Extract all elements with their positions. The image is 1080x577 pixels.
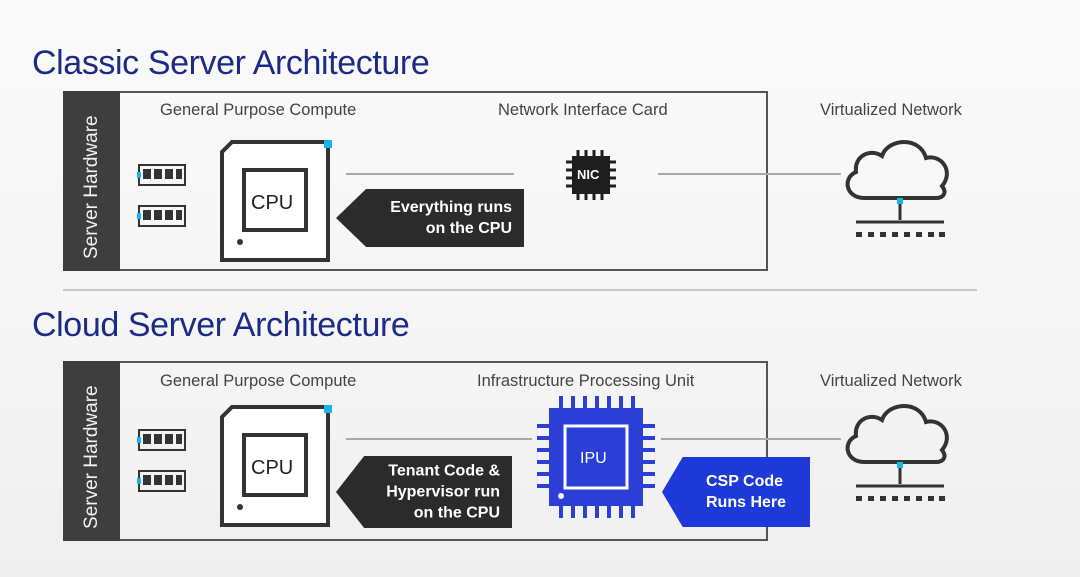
cloud-gpc-header: General Purpose Compute: [160, 372, 357, 390]
classic-gpc-header: General Purpose Compute: [160, 101, 357, 119]
classic-section-title: Classic Server Architecture: [32, 44, 430, 82]
classic-cpu-callout-text: Everything runs on the CPU: [390, 199, 512, 237]
classic-nic-header: Network Interface Card: [498, 101, 668, 119]
cloud-ipu-callout-text: CSP Code Runs Here: [706, 473, 787, 511]
memory-module-icon: [137, 429, 186, 451]
cloud-cpu-callout-text: Tenant Code & Hypervisor run on the CPU: [386, 462, 500, 522]
memory-module-icon: [137, 164, 186, 186]
cloud-cpu-callout: Tenant Code & Hypervisor run on the CPU: [336, 456, 512, 528]
cloud-vn-header: Virtualized Network: [820, 372, 962, 390]
cloud-ipu-header: Infrastructure Processing Unit: [477, 372, 695, 390]
section-divider: [63, 289, 977, 291]
classic-nic-label: NIC: [577, 167, 600, 182]
cloud-server-hardware-bar: Server Hardware: [63, 361, 120, 541]
cloud-server-hardware-label: Server Hardware: [81, 385, 102, 529]
memory-module-icon: [137, 205, 186, 227]
cloud-ipu-callout: CSP Code Runs Here: [662, 457, 810, 527]
classic-server-hardware-bar: Server Hardware: [63, 91, 120, 271]
classic-nic-network-connector: [658, 173, 841, 175]
cloud-ipu-label: IPU: [580, 450, 607, 467]
cloud-cpu-ipu-connector: [346, 438, 532, 440]
memory-module-icon: [137, 470, 186, 492]
cloud-network-icon: [845, 140, 949, 237]
cloud-network-icon: [845, 404, 949, 501]
classic-cpu-callout: Everything runs on the CPU: [336, 189, 524, 247]
cloud-ipu-network-connector: [661, 438, 841, 440]
classic-server-hardware-label: Server Hardware: [81, 115, 102, 259]
classic-cpu-label: CPU: [251, 192, 294, 214]
nic-chip-icon: [566, 150, 616, 200]
ipu-chip-icon: [537, 396, 655, 518]
classic-cpu-nic-connector: [346, 173, 514, 175]
cpu-chip-icon: [220, 140, 332, 262]
cpu-chip-icon: [220, 405, 332, 527]
classic-vn-header: Virtualized Network: [820, 101, 962, 119]
cloud-cpu-label: CPU: [251, 457, 294, 479]
cloud-section-title: Cloud Server Architecture: [32, 306, 410, 344]
